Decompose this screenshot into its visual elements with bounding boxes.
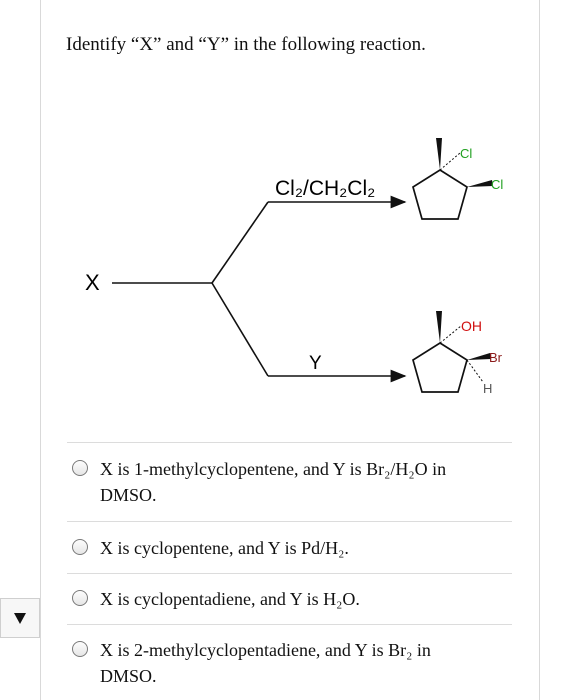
- radio-button[interactable]: [72, 539, 88, 555]
- separator: [67, 442, 512, 443]
- hydroxyl-label: OH: [461, 318, 482, 334]
- answer-option-2[interactable]: X is cyclopentene, and Y is Pd/H₂.: [72, 535, 512, 561]
- answer-option-1[interactable]: X is 1-methylcyclopentene, and Y is Br₂/…: [72, 456, 512, 508]
- question-text: Identify “X” and “Y” in the following re…: [66, 34, 426, 55]
- branch-down-line: [211, 282, 269, 377]
- radio-button[interactable]: [72, 460, 88, 476]
- answer-option-4[interactable]: X is 2-methylcyclopentadiene, and Y is B…: [72, 637, 512, 689]
- reagent-top: Cl₂/CH₂Cl₂: [275, 177, 375, 200]
- separator: [67, 521, 512, 522]
- answer-option-4-line1: X is 2-methylcyclopentadiene, and Y is B…: [100, 640, 431, 660]
- answer-option-1-line2: DMSO.: [100, 485, 157, 505]
- toggle-button[interactable]: [0, 598, 40, 638]
- hydrogen-label: H: [483, 381, 492, 396]
- chlorine-label-2: Cl: [491, 177, 503, 192]
- answer-option-3[interactable]: X is cyclopentadiene, and Y is H₂O.: [72, 586, 512, 612]
- branch-up-line: [211, 201, 269, 284]
- radio-button[interactable]: [72, 641, 88, 657]
- answer-option-3-line1: X is cyclopentadiene, and Y is H₂O.: [100, 589, 360, 609]
- chlorine-label-1: Cl: [460, 146, 472, 161]
- product-bromohydrin-structure: OH Br H: [412, 311, 503, 396]
- separator: [67, 573, 512, 574]
- reagent-y: Y: [309, 353, 322, 374]
- answer-option-4-line2: DMSO.: [100, 666, 157, 686]
- bromine-label: Br: [489, 350, 503, 365]
- answer-option-2-line1: X is cyclopentene, and Y is Pd/H₂.: [100, 538, 349, 558]
- triangle-down-icon: [14, 612, 26, 624]
- question-card: [40, 0, 540, 700]
- product-dichloride-structure: Cl Cl: [412, 138, 503, 220]
- separator: [67, 624, 512, 625]
- radio-button[interactable]: [72, 590, 88, 606]
- reactant-x: X: [85, 270, 100, 295]
- answer-option-1-line1: X is 1-methylcyclopentene, and Y is Br₂/…: [100, 459, 447, 479]
- reaction-scheme: X Cl₂/CH₂Cl₂ Y Cl Cl OH Br H: [85, 138, 503, 396]
